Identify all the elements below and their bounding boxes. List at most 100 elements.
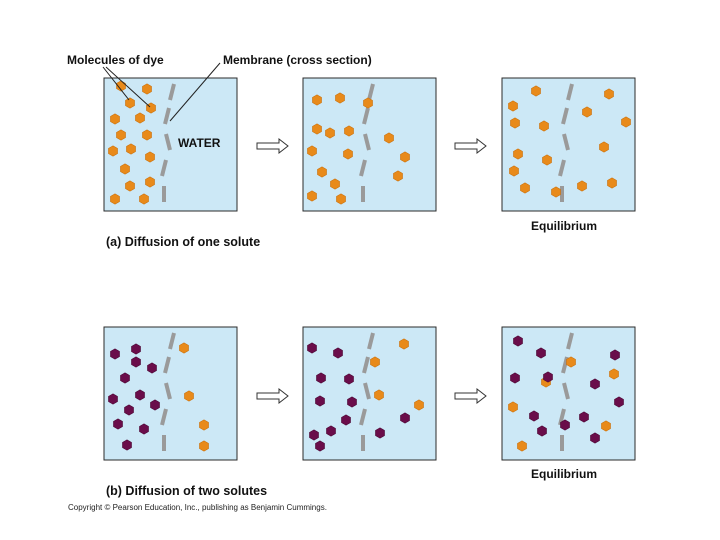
leader-line-dye <box>102 66 130 101</box>
orange-dye-molecule <box>399 338 409 350</box>
orange-dye-molecule <box>577 180 587 192</box>
membrane-segment <box>362 356 370 374</box>
purple-dye-molecule <box>316 372 326 384</box>
purple-dye-molecule <box>122 439 132 451</box>
membrane-segment <box>160 159 168 177</box>
orange-dye-molecule <box>125 97 135 109</box>
purple-dye-molecule <box>147 362 157 374</box>
orange-dye-molecule <box>335 92 345 104</box>
membrane-segment <box>168 332 176 350</box>
leader-line-membrane <box>169 62 221 122</box>
orange-dye-molecule <box>142 83 152 95</box>
orange-dye-molecule <box>517 440 527 452</box>
orange-dye-molecule <box>116 129 126 141</box>
membrane-segment <box>566 332 574 350</box>
leader-line-dye <box>105 66 151 108</box>
purple-dye-molecule <box>610 349 620 361</box>
orange-dye-molecule <box>531 85 541 97</box>
purple-dye-molecule <box>347 396 357 408</box>
orange-dye-molecule <box>312 123 322 135</box>
purple-dye-molecule <box>590 432 600 444</box>
orange-dye-molecule <box>384 132 394 144</box>
purple-dye-molecule <box>590 378 600 390</box>
orange-dye-molecule <box>307 145 317 157</box>
orange-dye-molecule <box>330 178 340 190</box>
purple-dye-molecule <box>131 356 141 368</box>
orange-dye-molecule <box>344 125 354 137</box>
orange-dye-molecule <box>542 154 552 166</box>
orange-dye-molecule <box>539 120 549 132</box>
orange-dye-molecule <box>110 113 120 125</box>
membrane-segment <box>164 382 172 400</box>
orange-dye-molecule <box>343 148 353 160</box>
orange-dye-molecule <box>599 141 609 153</box>
orange-dye-molecule <box>142 129 152 141</box>
purple-dye-molecule <box>400 412 410 424</box>
membrane-segment <box>367 332 375 350</box>
purple-dye-molecule <box>579 411 589 423</box>
copyright-notice: Copyright © Pearson Education, Inc., pub… <box>68 503 327 512</box>
orange-dye-molecule <box>601 420 611 432</box>
purple-dye-molecule <box>309 429 319 441</box>
membrane-segment <box>168 83 176 101</box>
orange-dye-molecule <box>199 419 209 431</box>
caption-two-solutes: (b) Diffusion of two solutes <box>106 484 268 498</box>
purple-dye-molecule <box>307 342 317 354</box>
orange-dye-molecule <box>110 193 120 205</box>
membrane-segment <box>163 107 171 125</box>
orange-dye-molecule <box>509 165 519 177</box>
membrane-segment <box>164 133 172 151</box>
orange-dye-molecule <box>126 143 136 155</box>
purple-dye-molecule <box>537 425 547 437</box>
membrane-segment <box>363 382 371 400</box>
process-arrow-icon <box>454 137 487 155</box>
orange-dye-molecule <box>609 368 619 380</box>
orange-dye-molecule <box>393 170 403 182</box>
equilibrium-label-b: Equilibrium <box>531 467 597 481</box>
orange-dye-molecule <box>607 177 617 189</box>
orange-dye-molecule <box>146 102 156 114</box>
orange-dye-molecule <box>317 166 327 178</box>
purple-dye-molecule <box>139 423 149 435</box>
membrane-segment <box>359 408 367 426</box>
purple-dye-molecule <box>529 410 539 422</box>
orange-dye-molecule <box>604 88 614 100</box>
purple-dye-molecule <box>344 373 354 385</box>
membrane-segment <box>362 107 370 125</box>
membrane-segment <box>359 159 367 177</box>
equilibrium-label-a: Equilibrium <box>531 219 597 233</box>
orange-dye-molecule <box>145 176 155 188</box>
purple-dye-molecule <box>513 335 523 347</box>
process-arrow-icon <box>454 387 487 405</box>
purple-dye-molecule <box>536 347 546 359</box>
membrane-segment <box>363 133 371 151</box>
process-arrow-icon <box>256 137 289 155</box>
purple-dye-molecule <box>614 396 624 408</box>
purple-dye-molecule <box>131 343 141 355</box>
purple-dye-molecule <box>135 389 145 401</box>
caption-one-solute: (a) Diffusion of one solute <box>106 235 261 249</box>
purple-dye-molecule <box>120 372 130 384</box>
membrane-segment <box>562 133 570 151</box>
orange-dye-molecule <box>125 180 135 192</box>
membrane-segment <box>566 83 574 101</box>
orange-dye-molecule <box>414 399 424 411</box>
membrane-label: Membrane (cross section) <box>223 53 372 67</box>
orange-dye-molecule <box>621 116 631 128</box>
membrane-segment <box>163 356 171 374</box>
purple-dye-molecule <box>108 393 118 405</box>
molecules-of-dye-label: Molecules of dye <box>67 53 164 67</box>
membrane-segment <box>558 159 566 177</box>
orange-dye-molecule <box>325 127 335 139</box>
orange-dye-molecule <box>374 389 384 401</box>
water-label: WATER <box>178 136 221 150</box>
orange-dye-molecule <box>508 100 518 112</box>
purple-dye-molecule <box>113 418 123 430</box>
orange-dye-molecule <box>370 356 380 368</box>
orange-dye-molecule <box>108 145 118 157</box>
purple-dye-molecule <box>326 425 336 437</box>
orange-dye-molecule <box>120 163 130 175</box>
purple-dye-molecule <box>315 395 325 407</box>
orange-dye-molecule <box>510 117 520 129</box>
